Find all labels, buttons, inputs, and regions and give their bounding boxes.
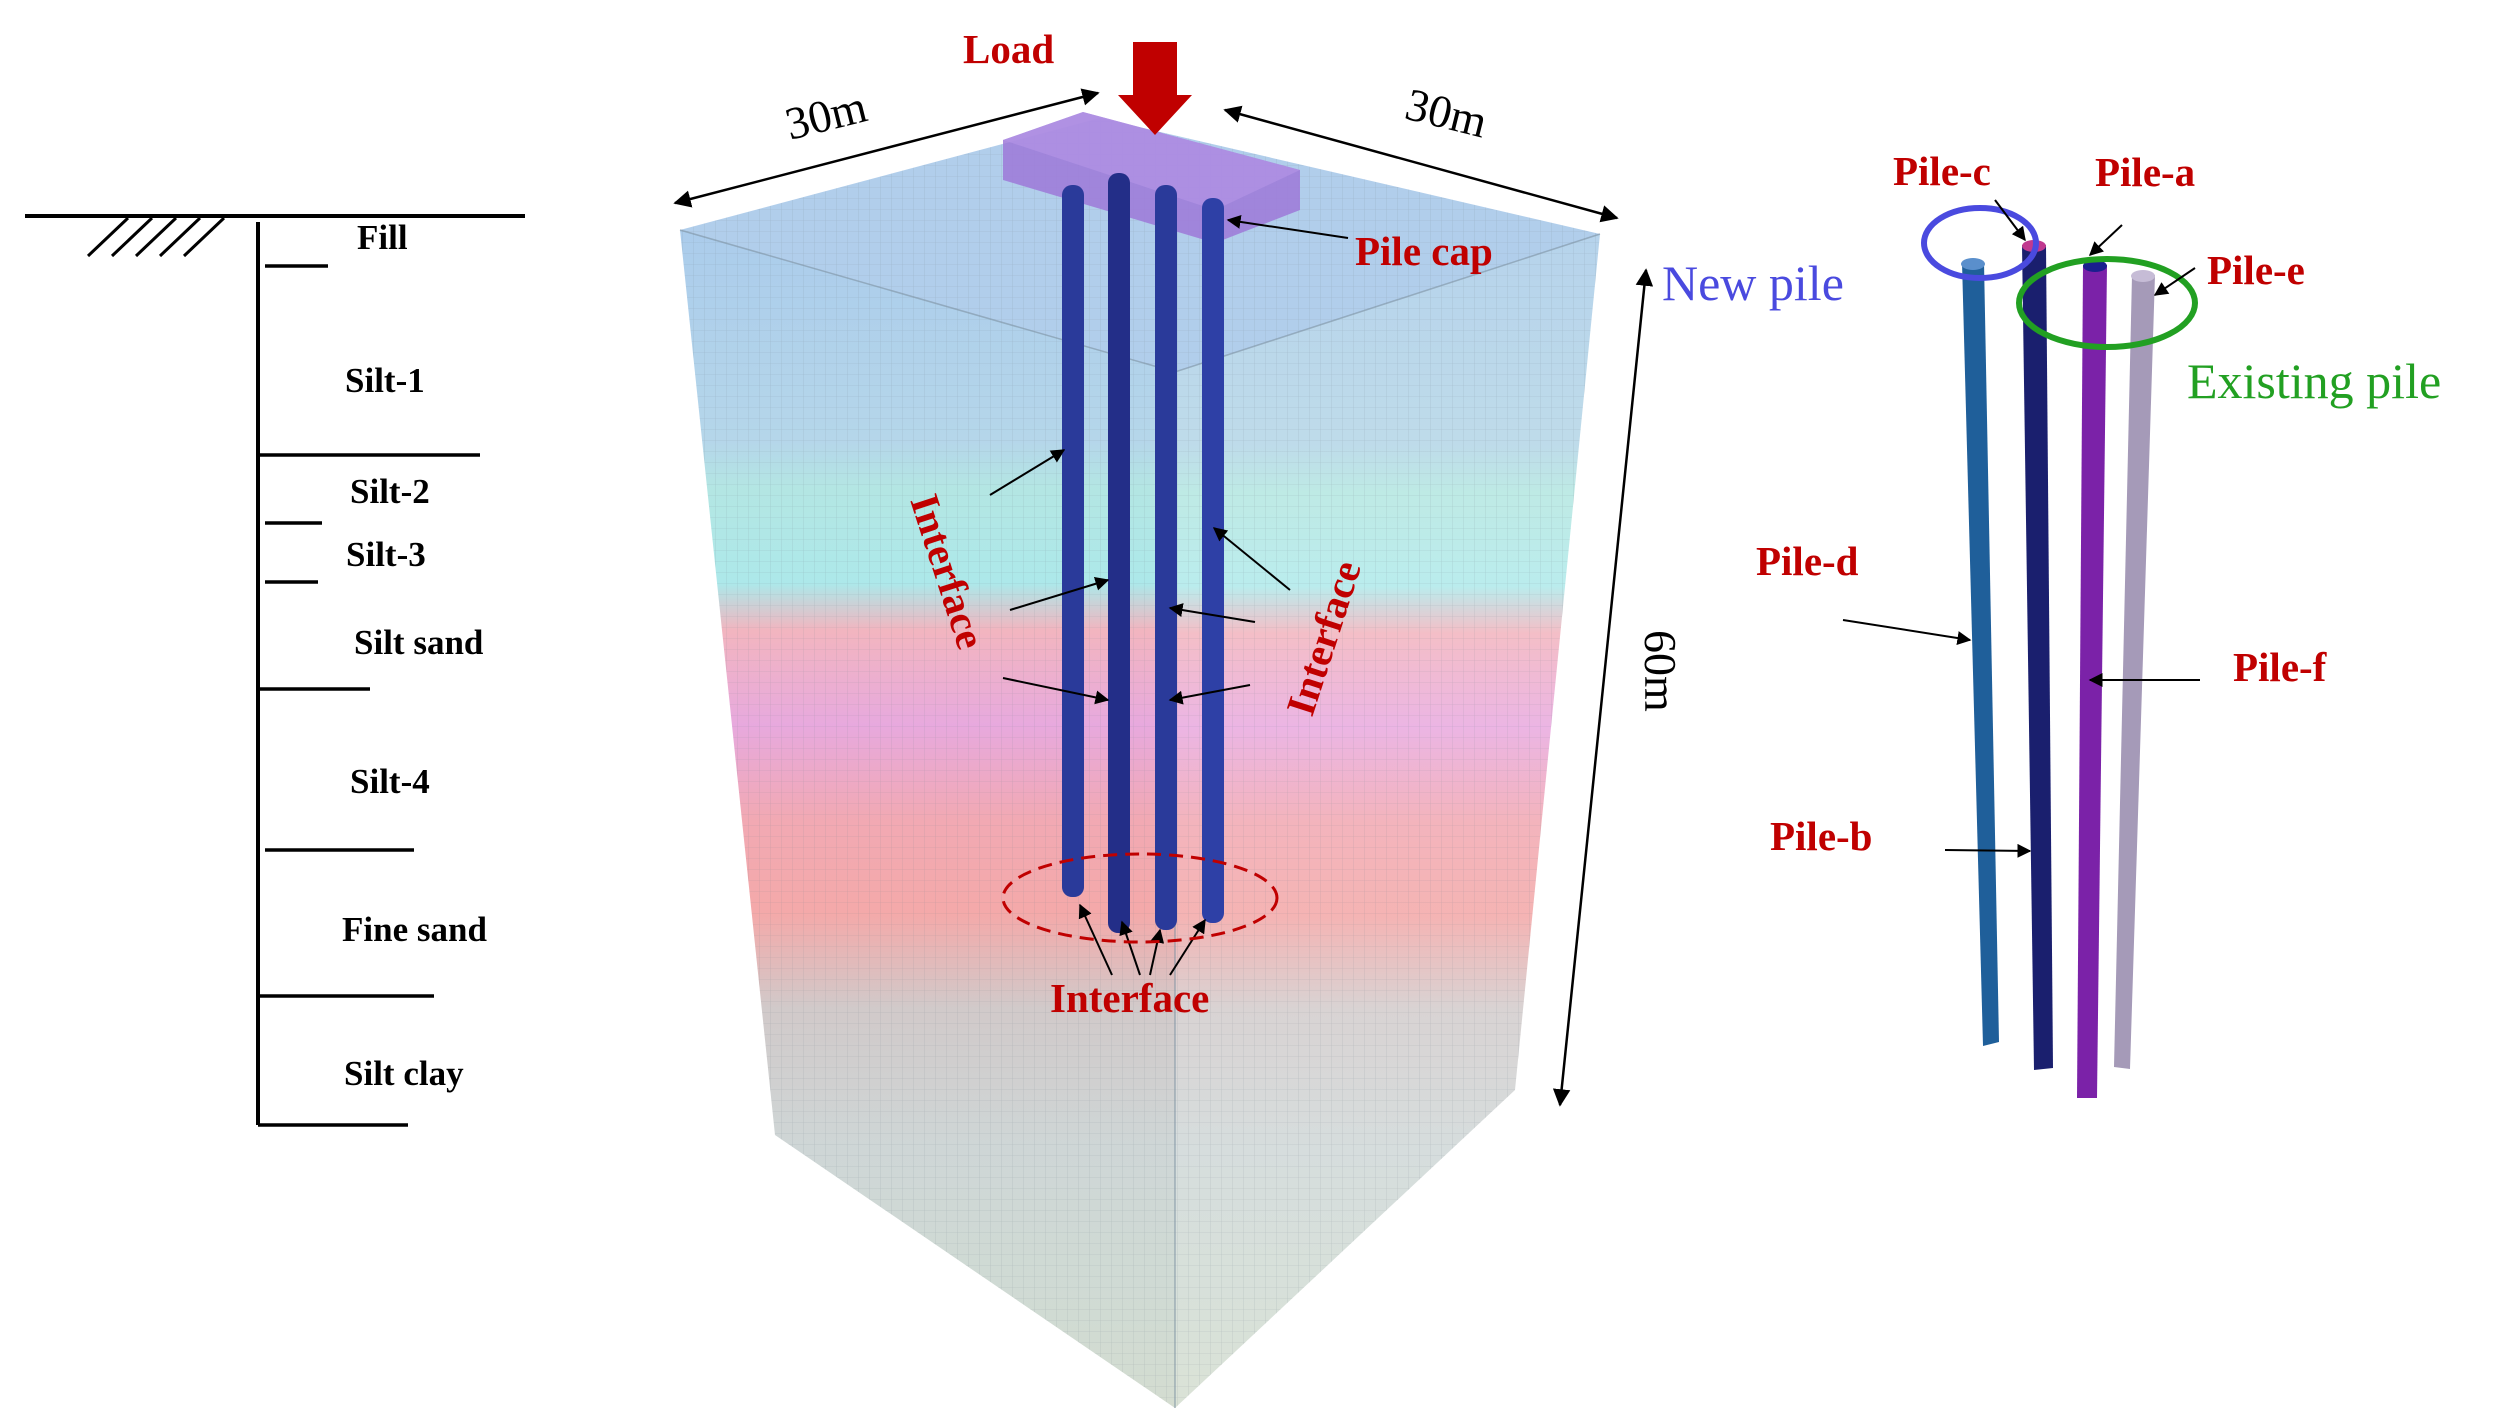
pile-e-label: Pile-e xyxy=(2207,247,2305,293)
depth-label: 60m xyxy=(1635,630,1686,712)
model-pile-4 xyxy=(1202,198,1224,923)
pile-c xyxy=(1961,258,1999,1046)
pile-cap-label: Pile cap xyxy=(1355,228,1493,274)
layer-label-fill: Fill xyxy=(357,218,408,257)
pile-f-label: Pile-f xyxy=(2233,644,2328,690)
load-label: Load xyxy=(963,26,1054,72)
model-pile-2 xyxy=(1108,173,1130,933)
pile-tip-highlight xyxy=(1001,852,1279,944)
pile-leaders xyxy=(1842,199,2200,858)
width-dimension-right xyxy=(1223,105,1619,223)
load-arrow-icon xyxy=(1118,42,1192,135)
layer-label-fine-sand: Fine sand xyxy=(342,910,487,949)
layer-label-silt-clay: Silt clay xyxy=(344,1054,464,1093)
model-pile-1 xyxy=(1062,185,1084,897)
depth-dimension xyxy=(1552,268,1654,1107)
pile-a-label: Pile-a xyxy=(2095,149,2195,195)
model-right-mesh xyxy=(1175,234,1600,1408)
new-pile-label: New pile xyxy=(1662,255,1844,311)
pile-f xyxy=(2114,270,2155,1069)
width-label-right: 30m xyxy=(1401,78,1493,147)
width-dimension-left xyxy=(673,88,1100,208)
existing-pile-circle xyxy=(2016,256,2198,350)
soil-profile: Fill Silt-1 Silt-2 Silt-3 Silt sand Silt… xyxy=(25,214,525,1127)
pile-c-label: Pile-c xyxy=(1893,148,1991,194)
layer-label-silt-2: Silt-2 xyxy=(350,472,430,511)
ground-hatch xyxy=(86,216,226,258)
soil-model-3d: Load 30m 30m 60m Pile cap Interface Inte… xyxy=(673,26,1686,1408)
interface-leaders xyxy=(989,449,1291,976)
pile-group: New pile Existing pile Pile-c Pile-a Pil… xyxy=(1662,148,2441,1098)
interface-label-bottom: Interface xyxy=(1050,975,1209,1021)
pile-d-label: Pile-d xyxy=(1756,538,1859,584)
layer-label-silt-4: Silt-4 xyxy=(350,762,430,801)
pile-b-label: Pile-b xyxy=(1770,813,1872,859)
model-pile-3 xyxy=(1155,185,1177,930)
layer-label-silt-3: Silt-3 xyxy=(346,535,426,574)
model-left-mesh xyxy=(680,230,1175,1408)
pile-a xyxy=(2022,240,2053,1070)
new-pile-circle xyxy=(1921,205,2039,281)
width-label-left: 30m xyxy=(780,80,872,149)
layer-boundaries xyxy=(258,264,480,1127)
layer-label-silt-sand: Silt sand xyxy=(354,623,484,662)
model-piles xyxy=(1062,173,1224,933)
layer-label-silt-1: Silt-1 xyxy=(345,361,425,400)
existing-pile-label: Existing pile xyxy=(2187,353,2441,409)
